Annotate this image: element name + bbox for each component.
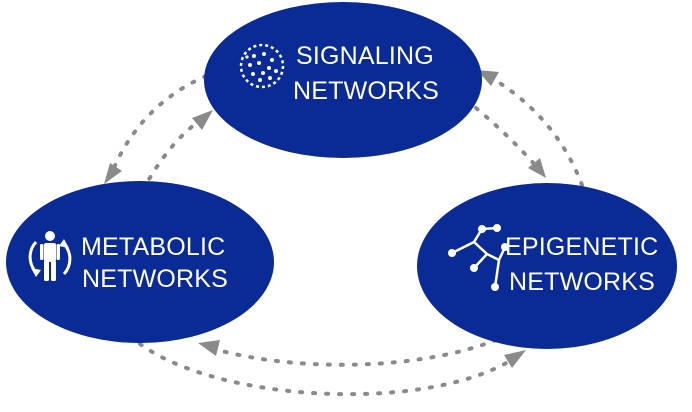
node-metabolic-line2: NETWORKS: [82, 265, 228, 293]
node-signaling: SIGNALING NETWORKS: [204, 2, 482, 158]
node-metabolic-line1: METABOLIC: [81, 233, 225, 261]
node-epigenetic-line2: NETWORKS: [509, 268, 655, 296]
arrowhead-epigenetic-to-metabolic: [198, 340, 220, 356]
arrow-epigenetic-to-metabolic: [216, 338, 498, 367]
arrow-metabolic-to-epigenetic: [138, 342, 510, 397]
arrow-metabolic-to-signaling: [141, 120, 200, 192]
arrowhead-epigenetic-to-signaling: [477, 70, 499, 86]
arrow-signaling-to-epigenetic: [474, 106, 537, 167]
arrowhead-metabolic-to-epigenetic: [504, 350, 526, 368]
node-signaling-ellipse: [204, 2, 482, 158]
node-epigenetic-ellipse: [417, 183, 677, 349]
arrowhead-signaling-to-epigenetic: [528, 158, 546, 178]
molecule-icon: [448, 224, 509, 291]
arrows: [104, 70, 584, 397]
node-signaling-line1: SIGNALING: [296, 42, 434, 70]
arrow-epigenetic-to-signaling: [493, 78, 584, 187]
node-metabolic-ellipse: [6, 181, 274, 343]
cell-icon: [239, 43, 285, 89]
arrowhead-metabolic-to-signaling: [192, 110, 213, 130]
arrowhead-signaling-to-metabolic: [104, 163, 122, 184]
node-signaling-line2: NETWORKS: [293, 77, 439, 105]
arrow-signaling-to-metabolic: [111, 74, 208, 172]
node-epigenetic: EPIGENETIC NETWORKS: [417, 183, 677, 349]
node-epigenetic-line1: EPIGENETIC: [505, 233, 658, 261]
node-metabolic: METABOLIC NETWORKS: [6, 181, 274, 343]
human-cycle-icon: [28, 231, 72, 281]
